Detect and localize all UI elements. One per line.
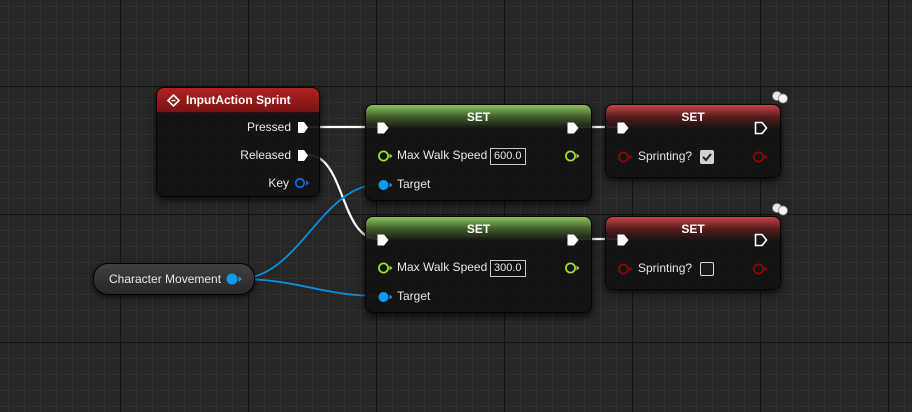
event-diamond-icon — [167, 93, 180, 107]
checkmark-icon — [702, 153, 712, 162]
inputaction-sprint-node[interactable]: InputAction Sprint Pressed Released Key — [156, 87, 320, 197]
target-label-2: Target — [397, 289, 431, 303]
comment-bubble-icon[interactable] — [771, 90, 789, 104]
set-node-3-exec-in-pin[interactable] — [376, 233, 390, 247]
set-node-2-exec-in-pin[interactable] — [616, 121, 630, 135]
sprinting-out-pin-2[interactable] — [752, 262, 768, 276]
max-walk-speed-label-2: Max Walk Speed — [397, 260, 488, 274]
max-walk-speed-value-1[interactable]: 600.0 — [490, 148, 526, 165]
object-wire-target-2 — [237, 278, 382, 297]
max-walk-speed-value-2[interactable]: 300.0 — [490, 260, 526, 277]
set-node-2-header: SET — [606, 105, 780, 129]
target-pin-1[interactable] — [377, 178, 393, 192]
character-movement-node[interactable]: Character Movement — [93, 263, 255, 295]
set-node-3-header: SET — [366, 217, 591, 241]
set-max-walk-speed-node-2[interactable]: SET Max Walk Speed 300.0 Target — [365, 216, 592, 313]
target-label-1: Target — [397, 177, 431, 191]
pressed-exec-pin[interactable] — [297, 121, 309, 134]
inputaction-header: InputAction Sprint — [157, 88, 319, 113]
sprinting-label-1: Sprinting? — [638, 149, 693, 163]
sprinting-in-pin-2[interactable] — [617, 262, 633, 276]
set-node-2-exec-out-pin[interactable] — [754, 121, 768, 135]
set-sprinting-node-1[interactable]: SET Sprinting? — [605, 104, 781, 178]
set-node-4-title: SET — [681, 222, 705, 236]
sprinting-out-pin-1[interactable] — [752, 150, 768, 164]
max-walk-speed-out-pin-2[interactable] — [564, 261, 580, 275]
max-walk-speed-in-pin-2[interactable] — [377, 261, 393, 275]
sprinting-label-2: Sprinting? — [638, 261, 693, 275]
set-node-1-header: SET — [366, 105, 591, 129]
set-node-1-exec-in-pin[interactable] — [376, 121, 390, 135]
sprinting-checkbox-1[interactable] — [700, 150, 714, 164]
character-movement-pin[interactable] — [225, 272, 243, 286]
set-max-walk-speed-node-1[interactable]: SET Max Walk Speed 600.0 Target — [365, 104, 592, 201]
set-node-3-exec-out-pin[interactable] — [566, 233, 580, 247]
set-sprinting-node-2[interactable]: SET Sprinting? — [605, 216, 781, 290]
key-struct-pin[interactable] — [294, 177, 310, 189]
set-node-1-exec-out-pin[interactable] — [566, 121, 580, 135]
max-walk-speed-out-pin-1[interactable] — [564, 149, 580, 163]
max-walk-speed-in-pin-1[interactable] — [377, 149, 393, 163]
sprinting-in-pin-1[interactable] — [617, 150, 633, 164]
character-movement-label: Character Movement — [109, 272, 222, 286]
set-node-3-title: SET — [466, 222, 491, 236]
set-node-2-title: SET — [681, 110, 705, 124]
object-wire-target-1 — [237, 183, 382, 280]
sprinting-checkbox-2[interactable] — [700, 262, 714, 276]
set-node-1-title: SET — [466, 110, 491, 124]
set-node-4-exec-in-pin[interactable] — [616, 233, 630, 247]
comment-bubble-icon[interactable] — [771, 202, 789, 216]
target-pin-2[interactable] — [377, 290, 393, 304]
key-label: Key — [268, 176, 289, 190]
released-label: Released — [240, 148, 291, 162]
pressed-label: Pressed — [246, 120, 291, 134]
inputaction-title: InputAction Sprint — [186, 93, 291, 107]
set-node-4-exec-out-pin[interactable] — [754, 233, 768, 247]
set-node-4-header: SET — [606, 217, 780, 241]
max-walk-speed-label-1: Max Walk Speed — [397, 148, 488, 162]
released-exec-pin[interactable] — [297, 149, 309, 162]
